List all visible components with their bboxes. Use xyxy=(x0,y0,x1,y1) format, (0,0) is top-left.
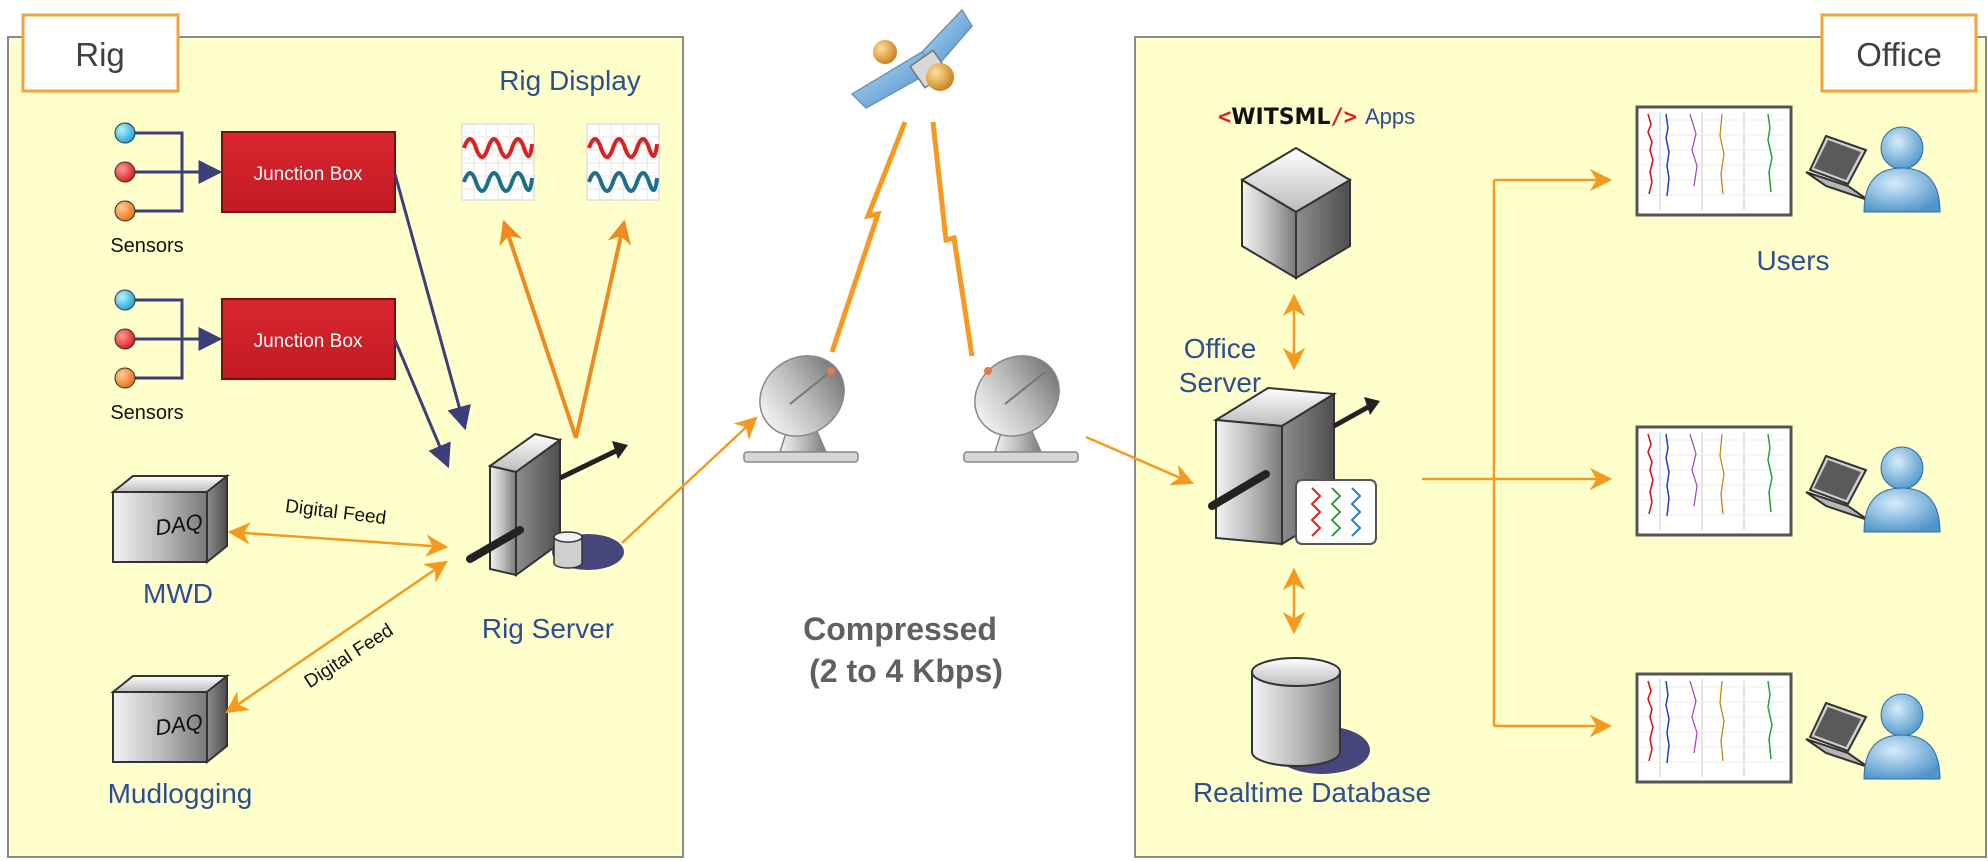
witsml-close-tag: /> xyxy=(1330,105,1357,130)
office-server-label-line2: Server xyxy=(1179,367,1261,398)
sensor-icon xyxy=(114,328,136,350)
sensor-group-1: Sensors xyxy=(110,122,223,257)
satellite-icon xyxy=(850,8,973,109)
sensor-icon xyxy=(114,289,136,311)
arrow-jb1-to-server xyxy=(393,173,471,431)
office-dish-icon xyxy=(963,355,1079,463)
arrow-server-to-display-1 xyxy=(499,219,578,439)
digital-feed-arrow-1 xyxy=(227,522,449,557)
daq-mudlogging-icon: DAQ xyxy=(110,673,230,765)
witsml-apps-label: <WITSML/> Apps xyxy=(1218,104,1415,130)
daq-mwd-icon: DAQ xyxy=(110,473,230,565)
sensors-label: Sensors xyxy=(110,402,183,424)
rig-dish-icon xyxy=(743,355,859,463)
sensor-group-2: Sensors xyxy=(110,289,223,424)
bandwidth-label: (2 to 4 Kbps) xyxy=(809,653,1003,689)
user-icon xyxy=(1863,126,1941,213)
mwd-label: MWD xyxy=(143,578,213,609)
junction-box-2: Junction Box xyxy=(221,298,396,380)
laptop-icon xyxy=(1805,701,1869,768)
office-tab xyxy=(1820,13,1978,93)
rig-display-label: Rig Display xyxy=(499,65,641,96)
user-workstation-1 xyxy=(1635,105,1941,217)
junction-box-1: Junction Box xyxy=(221,131,396,213)
rig-server-label: Rig Server xyxy=(482,613,614,644)
log-screen-icon xyxy=(1635,672,1793,784)
rig-tab-label: Rig xyxy=(75,36,125,73)
junction-box-label: Junction Box xyxy=(254,164,363,185)
witsml-apps-cube-icon xyxy=(1240,146,1352,280)
rig-display-chart-icon xyxy=(586,123,660,201)
sensors-label: Sensors xyxy=(110,235,183,257)
rig-tab xyxy=(21,13,180,93)
digital-feed-arrow-2 xyxy=(225,560,448,714)
arrow-server-to-display-2 xyxy=(574,219,632,439)
arrow-jb2-to-server xyxy=(393,339,451,469)
office-server-icon xyxy=(1208,386,1380,546)
log-screen-icon xyxy=(1635,425,1793,537)
log-screen-icon xyxy=(1635,105,1793,217)
mudlogging-label: Mudlogging xyxy=(108,778,253,809)
office-server-label-line1: Office xyxy=(1184,333,1257,364)
sensor-icon xyxy=(114,367,136,389)
witsml-word: WITSML xyxy=(1231,105,1330,130)
realtime-database-label: Realtime Database xyxy=(1193,777,1431,808)
witsml-open-tag: < xyxy=(1218,105,1231,130)
rig-server-icon xyxy=(466,432,628,577)
user-workstation-3 xyxy=(1635,672,1941,784)
sensor-icon xyxy=(114,122,136,144)
arrow-server-to-dish xyxy=(621,416,758,544)
junction-box-label: Junction Box xyxy=(254,331,363,352)
uplink-bolt xyxy=(829,121,908,353)
realtime-database-icon xyxy=(1251,657,1370,774)
users-label: Users xyxy=(1756,245,1829,276)
rig-display-chart-icon xyxy=(461,123,535,201)
laptop-icon xyxy=(1805,454,1869,521)
waveform-badge-icon xyxy=(1295,479,1377,545)
user-icon xyxy=(1863,446,1941,533)
compressed-label: Compressed xyxy=(803,611,997,647)
downlink-bolt xyxy=(930,121,975,357)
arrow-dish-to-office-server xyxy=(1085,435,1195,486)
user-workstation-2 xyxy=(1635,425,1941,537)
sensor-icon xyxy=(114,161,136,183)
sensor-icon xyxy=(114,200,136,222)
apps-word: Apps xyxy=(1365,104,1415,129)
user-icon xyxy=(1863,693,1941,780)
office-tab-label: Office xyxy=(1856,36,1942,73)
